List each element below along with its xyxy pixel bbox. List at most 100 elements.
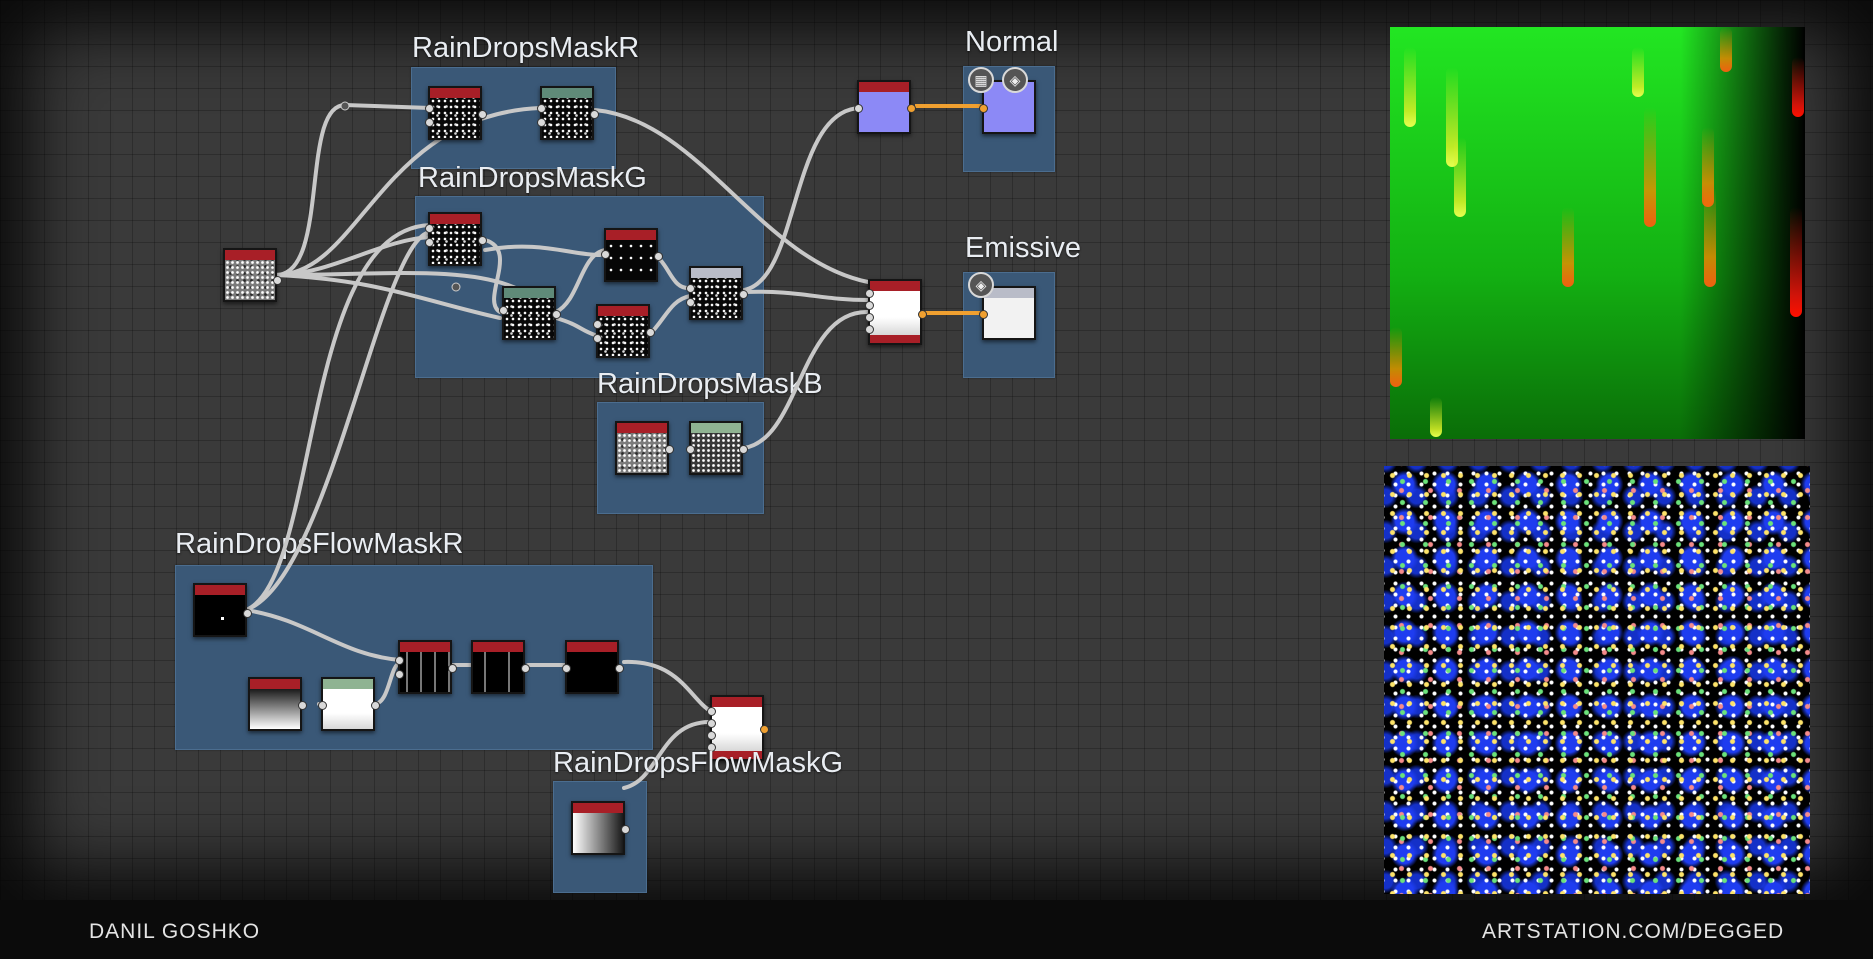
input-pin[interactable]: [593, 320, 602, 329]
input-pin[interactable]: [425, 118, 434, 127]
node-maskg-noise-d[interactable]: [593, 304, 655, 358]
input-pin[interactable]: [425, 238, 434, 247]
node-flow-gradient[interactable]: [248, 677, 307, 731]
input-pin[interactable]: [318, 701, 327, 710]
input-pin[interactable]: [979, 104, 988, 113]
node-header: [691, 423, 741, 433]
output-pin[interactable]: [371, 701, 380, 710]
node-header: [430, 88, 480, 98]
output-pin[interactable]: [273, 276, 282, 285]
node-emissive-output[interactable]: [979, 286, 1036, 340]
input-pin[interactable]: [395, 656, 404, 665]
drop: [1632, 47, 1644, 97]
input-pin[interactable]: [537, 118, 546, 127]
input-pin[interactable]: [601, 250, 610, 259]
node-header: [225, 250, 275, 260]
node-header: [984, 288, 1034, 298]
drop: [1790, 207, 1802, 317]
author-credit: DANIL GOSHKO: [89, 920, 261, 943]
output-pin[interactable]: [521, 664, 530, 673]
cube-icon[interactable]: ◈: [1002, 67, 1028, 93]
output-pin[interactable]: [298, 701, 307, 710]
frame-title-normal: Normal: [965, 26, 1059, 58]
node-flow-streak-b[interactable]: [471, 640, 530, 694]
input-pin[interactable]: [686, 445, 695, 454]
input-pin[interactable]: [707, 731, 716, 740]
input-pin[interactable]: [865, 289, 874, 298]
node-maskg-blend[interactable]: [686, 266, 748, 320]
input-pin[interactable]: [395, 670, 404, 679]
node-flowg-gradient[interactable]: [571, 801, 630, 855]
frame-title-emissive: Emissive: [965, 232, 1082, 264]
node-maskg-noise-a[interactable]: [425, 212, 487, 266]
node-maskb-noise-b[interactable]: [686, 421, 748, 475]
node-preview: [504, 298, 554, 338]
input-pin[interactable]: [686, 284, 695, 293]
output-pin[interactable]: [552, 310, 561, 319]
output-pin[interactable]: [654, 252, 663, 261]
input-pin[interactable]: [425, 104, 434, 113]
input-pin[interactable]: [686, 298, 695, 307]
node-preview: [323, 689, 373, 729]
preview-mask-render: [1384, 466, 1810, 894]
node-preview: [542, 98, 592, 138]
node-flow-streak-c[interactable]: [562, 640, 624, 694]
output-pin[interactable]: [918, 310, 927, 319]
node-preview: [984, 298, 1034, 338]
drop: [1390, 327, 1402, 387]
output-pin[interactable]: [590, 110, 599, 119]
input-pin[interactable]: [562, 664, 571, 673]
cube-icon[interactable]: ◈: [968, 272, 994, 298]
output-pin[interactable]: [665, 445, 674, 454]
input-pin[interactable]: [707, 743, 716, 752]
node-maskr-noise-a[interactable]: [425, 86, 487, 140]
node-maskr-noise-b[interactable]: [537, 86, 599, 140]
node-preview: [859, 92, 909, 132]
node-maskg-noise-b[interactable]: [499, 286, 561, 340]
input-pin[interactable]: [593, 334, 602, 343]
output-pin[interactable]: [478, 110, 487, 119]
input-pin[interactable]: [425, 224, 434, 233]
frame-title-raindropsflowmaskg: RainDropsFlowMaskG: [553, 747, 844, 779]
website-credit[interactable]: ARTSTATION.COM/DEGGED: [1482, 920, 1785, 943]
input-pin[interactable]: [499, 306, 508, 315]
output-pin[interactable]: [907, 104, 916, 113]
node-flow-merge[interactable]: [707, 695, 769, 761]
output-pin[interactable]: [739, 445, 748, 454]
input-pin[interactable]: [865, 325, 874, 334]
input-pin[interactable]: [865, 313, 874, 322]
node-header: [606, 230, 656, 240]
output-pin[interactable]: [478, 236, 487, 245]
drop: [1644, 107, 1656, 227]
input-pin[interactable]: [854, 104, 863, 113]
node-flow-levels[interactable]: [318, 677, 380, 731]
node-emissive-merge[interactable]: [865, 279, 927, 345]
output-pin[interactable]: [615, 664, 624, 673]
node-normal-color[interactable]: [854, 80, 916, 134]
drop: [1792, 57, 1804, 117]
node-preview: [598, 316, 648, 356]
input-pin[interactable]: [707, 719, 716, 728]
checker-icon[interactable]: ▦: [968, 67, 994, 93]
node-flow-streak-a[interactable]: [395, 640, 457, 694]
input-pin[interactable]: [979, 310, 988, 319]
output-pin[interactable]: [621, 825, 630, 834]
output-pin[interactable]: [243, 609, 252, 618]
node-maskb-noise-a[interactable]: [615, 421, 674, 475]
node-header: [617, 423, 667, 433]
output-pin[interactable]: [739, 290, 748, 299]
input-pin[interactable]: [865, 301, 874, 310]
input-pin[interactable]: [537, 104, 546, 113]
input-pin[interactable]: [707, 707, 716, 716]
node-preview: [617, 433, 667, 473]
node-header: [250, 679, 300, 689]
node-header: [400, 642, 450, 652]
output-pin[interactable]: [448, 664, 457, 673]
node-preview: [473, 652, 523, 692]
output-pin[interactable]: [646, 328, 655, 337]
node-flow-dot[interactable]: [193, 583, 252, 637]
node-maskg-noise-c[interactable]: [601, 228, 663, 282]
node-noise-input[interactable]: [223, 248, 282, 302]
node-footer: [870, 335, 920, 343]
output-pin[interactable]: [760, 725, 769, 734]
